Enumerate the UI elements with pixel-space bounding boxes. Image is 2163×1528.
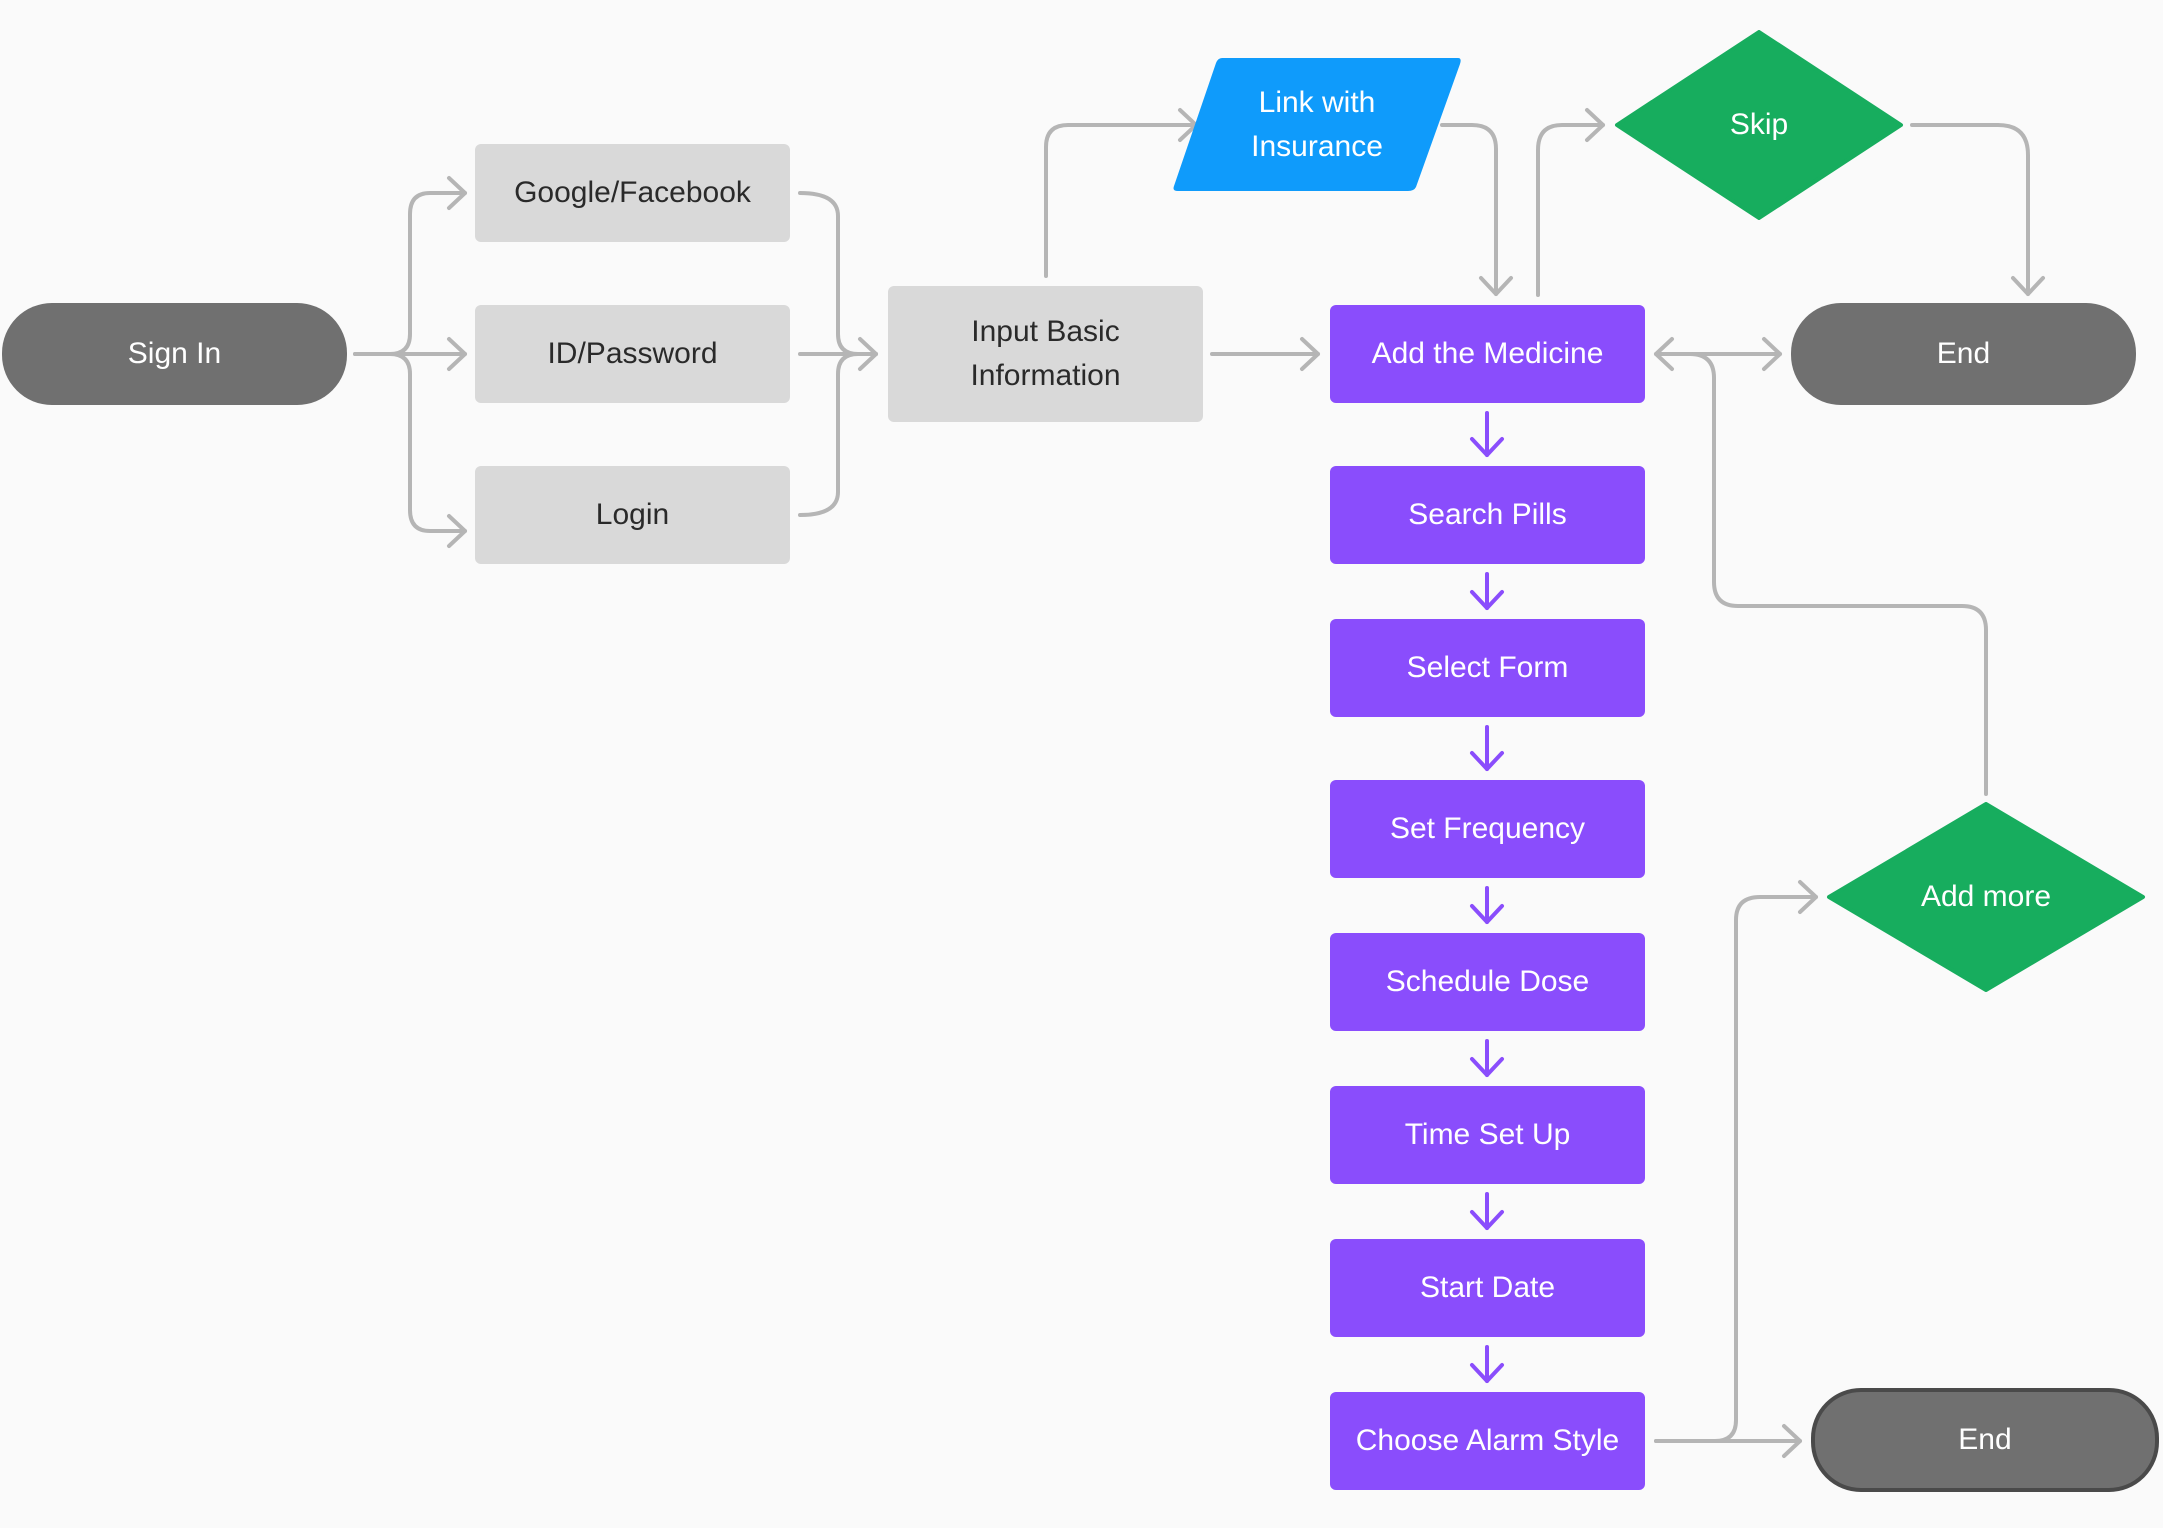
diamond-shape bbox=[1615, 30, 1903, 220]
add-more-decision: Add more bbox=[1826, 802, 2146, 992]
parallelogram-shape bbox=[1173, 58, 1461, 191]
time-set-up-step: Time Set Up bbox=[1330, 1086, 1645, 1184]
schedule-dose-step: Schedule Dose bbox=[1330, 933, 1645, 1031]
edge-login-to-input bbox=[798, 352, 860, 517]
start-date-step: Start Date bbox=[1330, 1239, 1645, 1337]
edge-alarm-to-end bbox=[1654, 1424, 1802, 1458]
edge-signin-to-google bbox=[353, 176, 467, 356]
input-basic-information-step: Input Basic Information bbox=[888, 286, 1203, 422]
edge-date-to-alarm bbox=[1470, 1345, 1504, 1383]
edge-idpassword-to-input bbox=[798, 337, 878, 371]
edge-addmore-to-medicine bbox=[1658, 352, 1988, 796]
add-the-medicine-label: Add the Medicine bbox=[1371, 337, 1604, 370]
sign-in-label: Sign In bbox=[127, 337, 222, 370]
schedule-dose-label: Schedule Dose bbox=[1385, 965, 1590, 998]
edge-search-to-form bbox=[1470, 572, 1504, 610]
sign-in-terminal: Sign In bbox=[2, 303, 347, 405]
input-basic-information-label: Input Basic Information bbox=[970, 315, 1121, 392]
search-pills-label: Search Pills bbox=[1408, 498, 1567, 531]
search-pills-step: Search Pills bbox=[1330, 466, 1645, 564]
edge-input-to-medicine bbox=[1210, 337, 1320, 371]
edge-insurance-to-medicine bbox=[1440, 123, 1513, 296]
set-frequency-label: Set Frequency bbox=[1389, 812, 1586, 845]
edge-alarm-to-addmore bbox=[1654, 880, 1818, 1443]
link-with-insurance-io: Link with Insurance bbox=[1172, 56, 1462, 193]
end-top-label: End bbox=[1936, 337, 1991, 370]
end-terminal-top: End bbox=[1791, 303, 2136, 405]
edge-skip-to-end bbox=[1910, 123, 2045, 296]
skip-label: Skip bbox=[1729, 108, 1789, 141]
link-with-insurance-label: Link with Insurance bbox=[1251, 85, 1383, 163]
edge-medicine-to-skip bbox=[1536, 108, 1605, 297]
login-option: Login bbox=[475, 466, 790, 564]
choose-alarm-style-label: Choose Alarm Style bbox=[1355, 1424, 1620, 1457]
edge-dose-to-time bbox=[1470, 1039, 1504, 1077]
id-password-label: ID/Password bbox=[547, 337, 718, 370]
set-frequency-step: Set Frequency bbox=[1330, 780, 1645, 878]
edge-medicine-to-search bbox=[1470, 411, 1504, 457]
choose-alarm-style-step: Choose Alarm Style bbox=[1330, 1392, 1645, 1490]
edge-google-to-input bbox=[798, 191, 878, 356]
edge-time-to-date bbox=[1470, 1192, 1504, 1230]
edge-signin-to-login bbox=[388, 352, 467, 548]
start-date-label: Start Date bbox=[1419, 1271, 1556, 1304]
edge-frequency-to-dose bbox=[1470, 886, 1504, 924]
add-more-label: Add more bbox=[1920, 880, 2052, 913]
skip-decision: Skip bbox=[1614, 30, 1904, 220]
time-set-up-label: Time Set Up bbox=[1404, 1118, 1571, 1151]
arrowhead-into-medicine bbox=[1654, 337, 1674, 371]
edge-form-to-frequency bbox=[1470, 725, 1504, 771]
end-bottom-label: End bbox=[1958, 1423, 2012, 1456]
google-facebook-label: Google/Facebook bbox=[514, 176, 751, 209]
end-terminal-bottom: End bbox=[1811, 1388, 2159, 1492]
login-label: Login bbox=[595, 498, 670, 531]
edge-signin-to-idpassword bbox=[353, 337, 467, 371]
select-form-label: Select Form bbox=[1406, 651, 1569, 684]
diamond-shape bbox=[1827, 802, 2145, 992]
id-password-option: ID/Password bbox=[475, 305, 790, 403]
select-form-step: Select Form bbox=[1330, 619, 1645, 717]
google-facebook-option: Google/Facebook bbox=[475, 144, 790, 242]
add-the-medicine-step: Add the Medicine bbox=[1330, 305, 1645, 403]
